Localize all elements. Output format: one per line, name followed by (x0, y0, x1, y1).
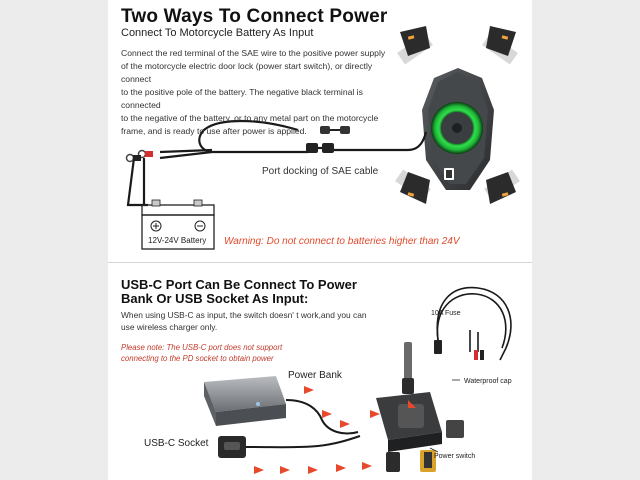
section1-line-1: Connect the red terminal of the SAE wire… (121, 48, 386, 58)
power-bank-illustration (204, 376, 286, 426)
battery-illustration (141, 199, 215, 250)
fuse-plug-illustration (434, 340, 442, 354)
section1-subtitle: Connect To Motorcycle Battery As Input (121, 27, 314, 39)
section1-line-2: of the motorcycle electric door lock (po… (121, 61, 373, 84)
mount-assembly-illustration (376, 342, 464, 472)
product-info-panel: Two Ways To Connect Power Connect To Mot… (108, 0, 532, 480)
section1-line-4: to the negative of the battery, or to an… (121, 113, 379, 123)
section2-para-line-1: When using USB-C as input, the switch do… (121, 310, 367, 320)
waterproof-cap-label: Waterproof cap (464, 378, 512, 385)
fuse-cable-illustration (436, 286, 512, 361)
fuse-label: 10A Fuse (431, 310, 461, 317)
sae-connector-illustration (306, 126, 350, 153)
phone-holder-illustration (395, 26, 520, 204)
usbc-socket-label: USB-C Socket (144, 438, 209, 449)
socket-cable-illustration (245, 435, 361, 449)
section2-para-line-2: use wireless charger only. (121, 322, 218, 332)
section2-title-line-1: USB-C Port Can Be Connect To Power (121, 277, 357, 292)
section2-title-line-2: Bank Or USB Socket As Input: (121, 291, 309, 306)
battery-label: 12V-24V Battery (148, 236, 207, 245)
section1-line-3: to the positive pole of the battery. The… (121, 87, 363, 110)
section1-line-5: frame, and is ready to use after power i… (121, 126, 307, 136)
ring-terminals-illustration (125, 149, 153, 163)
section-divider (108, 262, 532, 263)
section1-title: Two Ways To Connect Power (121, 6, 388, 27)
illustration-layer (125, 26, 520, 474)
power-bank-label: Power Bank (288, 370, 342, 381)
red-flow-arrows (254, 386, 416, 474)
pd-socket-note: Please note: The USB-C port does not sup… (121, 342, 331, 364)
power-switch-label: Power switch (434, 453, 476, 460)
power-bank-cable-illustration (285, 399, 359, 435)
sae-cable-label: Port docking of SAE cable (262, 166, 379, 177)
section2-title: USB-C Port Can Be Connect To Power Bank … (121, 278, 411, 306)
usbc-socket-illustration (218, 436, 246, 458)
note-line-1: Please note: The USB-C port does not sup… (121, 343, 283, 352)
section1-paragraph: Connect the red terminal of the SAE wire… (121, 47, 399, 138)
note-line-2: connecting to the PD socket to obtain po… (121, 354, 274, 363)
section2-paragraph: When using USB-C as input, the switch do… (121, 309, 391, 333)
sae-cable-illustration (126, 119, 428, 207)
voltage-warning: Warning: Do not connect to batteries hig… (224, 236, 460, 247)
